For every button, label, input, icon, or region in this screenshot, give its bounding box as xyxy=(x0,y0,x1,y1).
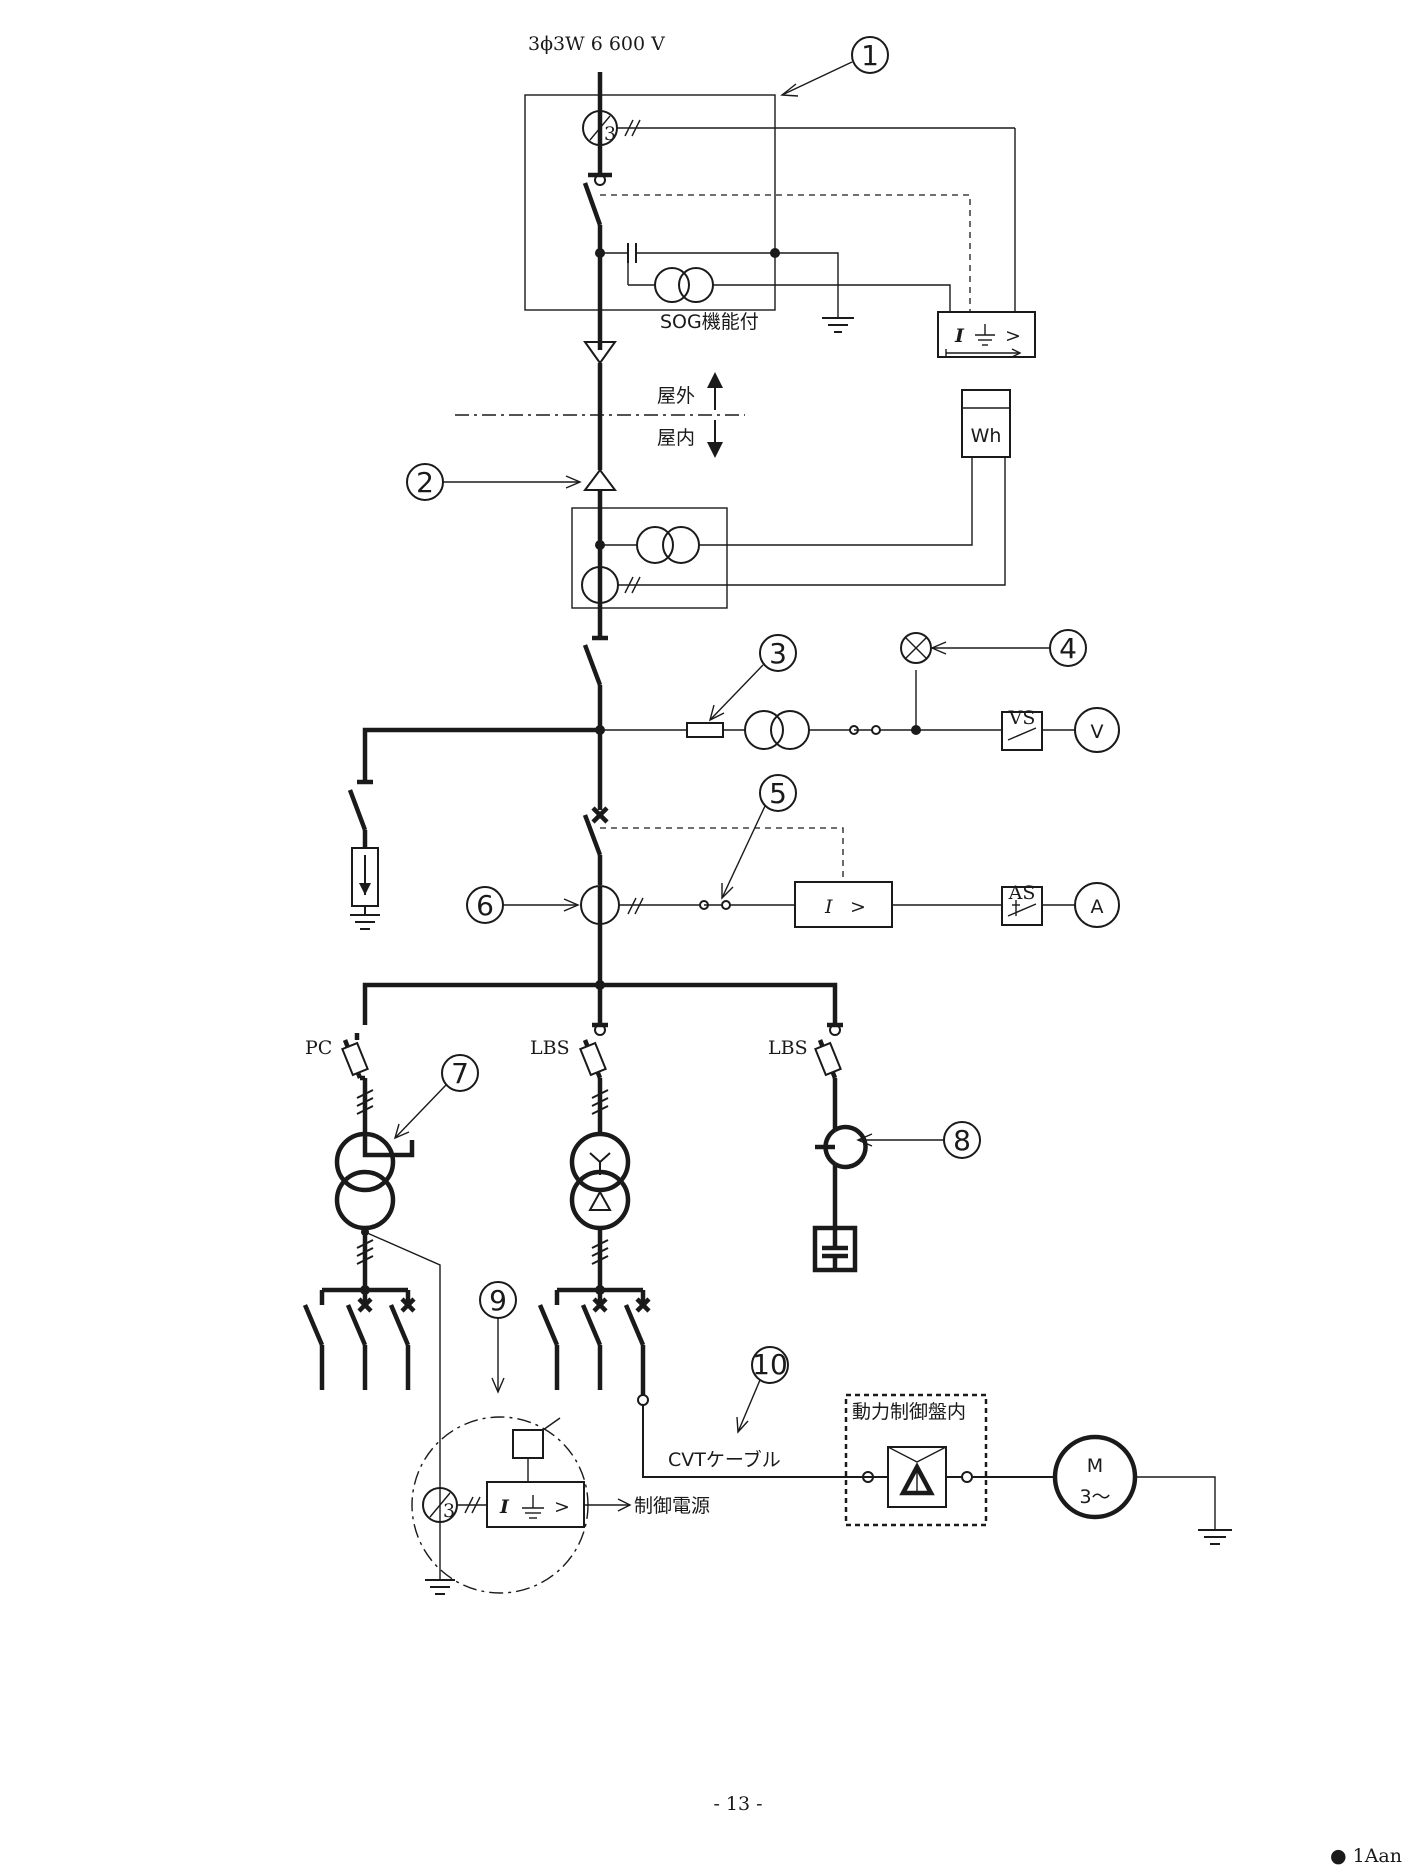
indoor-label: 屋内 xyxy=(657,427,695,449)
pc-label: PC xyxy=(305,1037,332,1059)
control-power-label: 制御電源 xyxy=(634,1495,710,1517)
vs-switch-box: VS xyxy=(1001,707,1075,751)
up-arrow-icon xyxy=(707,372,723,410)
wh-meter: Wh xyxy=(635,389,1011,586)
svg-text:5: 5 xyxy=(769,777,787,810)
callout-3: 3 xyxy=(708,634,797,722)
as-switch-box: AS xyxy=(1001,882,1075,926)
callout-2: 2 xyxy=(406,463,582,501)
circuit-breaker-main xyxy=(582,806,609,885)
vct-vt-symbol xyxy=(600,526,725,564)
vct-enclosure xyxy=(571,507,728,609)
svg-text:A: A xyxy=(1091,896,1104,918)
svg-text:I: I xyxy=(824,896,833,918)
ammeter: A xyxy=(1074,882,1120,928)
svg-text:>: > xyxy=(850,896,866,918)
outdoor-label: 屋外 xyxy=(657,385,695,407)
ground-symbol-1 xyxy=(822,310,854,333)
supply-label: 3ϕ3W 6 600 V xyxy=(528,33,665,55)
feeder-lbs-transformer xyxy=(537,1022,880,1478)
svg-text:V: V xyxy=(1091,721,1104,743)
pas-enclosure xyxy=(524,94,776,311)
callout-7: 7 xyxy=(393,1054,479,1140)
gr-relay-detail: 3 I > xyxy=(422,1417,632,1528)
voltmeter: V xyxy=(1074,707,1120,753)
svg-text:4: 4 xyxy=(1059,632,1077,665)
cable-head-symbol xyxy=(583,341,617,491)
inverter-symbol xyxy=(862,1446,1055,1508)
disconnect-switch-main xyxy=(582,635,608,810)
svg-text:3～: 3～ xyxy=(1079,1486,1110,1508)
callout-1: 1 xyxy=(780,36,889,97)
svg-text:8: 8 xyxy=(953,1124,971,1157)
lightning-arrester-branch xyxy=(347,779,380,930)
svg-text:1: 1 xyxy=(861,39,879,72)
svg-text:>: > xyxy=(1005,325,1021,347)
svg-text:2: 2 xyxy=(416,466,434,499)
panel-label: 動力制御盤内 xyxy=(852,1401,966,1423)
lbs-label-2: LBS xyxy=(768,1037,808,1059)
feeder-lbs-capacitor xyxy=(812,1022,868,1273)
callout-8: 8 xyxy=(856,1121,981,1159)
callout-4: 4 xyxy=(930,629,1087,667)
svg-text:7: 7 xyxy=(451,1057,469,1090)
page-number: - 13 - xyxy=(713,1793,762,1815)
svg-text:Wh: Wh xyxy=(971,425,1002,447)
ct-main-symbol xyxy=(580,885,795,985)
feeder-pc xyxy=(302,1033,441,1580)
lbs-label-1: LBS xyxy=(530,1037,570,1059)
svg-text:I: I xyxy=(954,325,965,347)
vt-branch xyxy=(600,670,1002,750)
svg-text:10: 10 xyxy=(752,1348,788,1381)
svg-text:M: M xyxy=(1087,1455,1103,1477)
footer-mark: ● 1Aan xyxy=(1330,1845,1402,1867)
svg-text:I: I xyxy=(499,1496,510,1518)
cable-label: CVTケーブル xyxy=(668,1448,781,1471)
svg-text:3: 3 xyxy=(443,1500,455,1522)
callout-5: 5 xyxy=(721,774,797,900)
sog-label: SOG機能付 xyxy=(660,311,759,333)
ground-symbol-2 xyxy=(425,1579,455,1595)
callout-9: 9 xyxy=(479,1281,517,1394)
svg-text:>: > xyxy=(554,1496,570,1518)
svg-text:3: 3 xyxy=(604,123,616,145)
down-arrow-icon xyxy=(707,420,723,458)
motor-symbol: M 3～ xyxy=(1052,1434,1232,1545)
indicator-lamp-icon xyxy=(900,632,932,664)
zct-top-symbol: 3 xyxy=(582,110,1015,146)
svg-text:9: 9 xyxy=(489,1284,507,1317)
ocr-relay-box: I > xyxy=(794,881,1002,928)
pas-vt-symbol xyxy=(654,267,951,312)
callout-6: 6 xyxy=(466,886,580,924)
pas-capacitor-symbol xyxy=(600,243,839,310)
svg-text:VS: VS xyxy=(1008,707,1036,729)
callout-10: 10 xyxy=(736,1346,789,1434)
vct-ct-symbol xyxy=(581,566,641,604)
svg-text:AS: AS xyxy=(1008,882,1036,904)
svg-text:3: 3 xyxy=(769,637,787,670)
pas-switch-symbol xyxy=(582,172,612,350)
svg-text:6: 6 xyxy=(476,889,494,922)
gr-relay-box: I > xyxy=(937,128,1036,358)
